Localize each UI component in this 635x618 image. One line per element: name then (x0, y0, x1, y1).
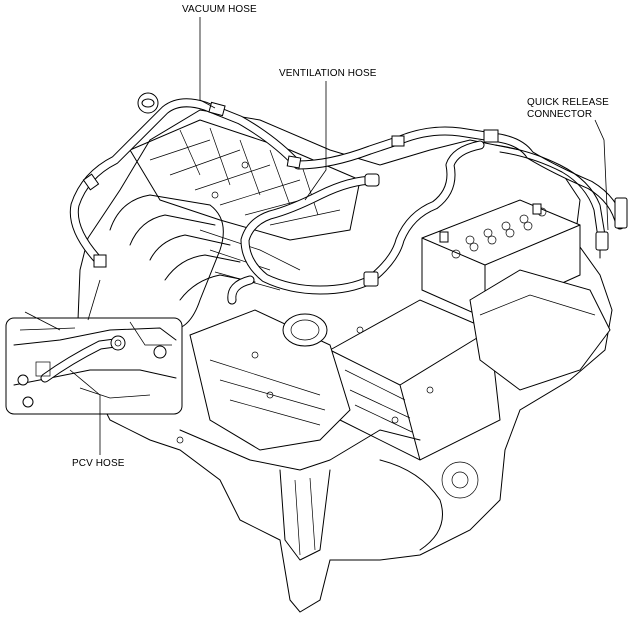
intake-duct (189, 309, 351, 451)
quick-release-connector-label: QUICK RELEASE CONNECTOR (527, 97, 609, 121)
valve-cover (129, 92, 361, 241)
bolts (176, 161, 434, 444)
intake-manifold (109, 194, 301, 331)
label-leaders (69, 17, 609, 455)
ventilation-hose (227, 140, 485, 305)
quick-release-label-line2: CONNECTOR (527, 109, 593, 120)
pcv-inset (5, 279, 183, 415)
vacuum-hose-label: VACUUM HOSE (182, 4, 257, 15)
pcv-hose-label: PCV HOSE (72, 458, 125, 469)
quick-release-label-line1: QUICK RELEASE (527, 97, 609, 108)
ventilation-hose-label: VENTILATION HOSE (279, 68, 377, 79)
lower-block (179, 429, 479, 561)
fuel-line (494, 144, 628, 259)
